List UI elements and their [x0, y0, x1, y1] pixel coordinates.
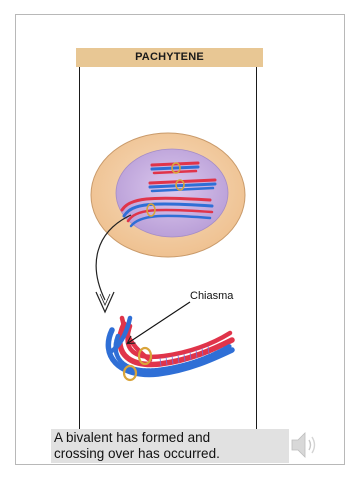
caption-line-1: A bivalent has formed and — [54, 430, 286, 446]
speaker-icon[interactable] — [289, 428, 319, 462]
caption: A bivalent has formed and crossing over … — [51, 429, 289, 463]
caption-line-2: crossing over has occurred. — [54, 446, 286, 462]
chiasma-pointer — [128, 302, 190, 343]
chiasma-label: Chiasma — [190, 290, 233, 303]
